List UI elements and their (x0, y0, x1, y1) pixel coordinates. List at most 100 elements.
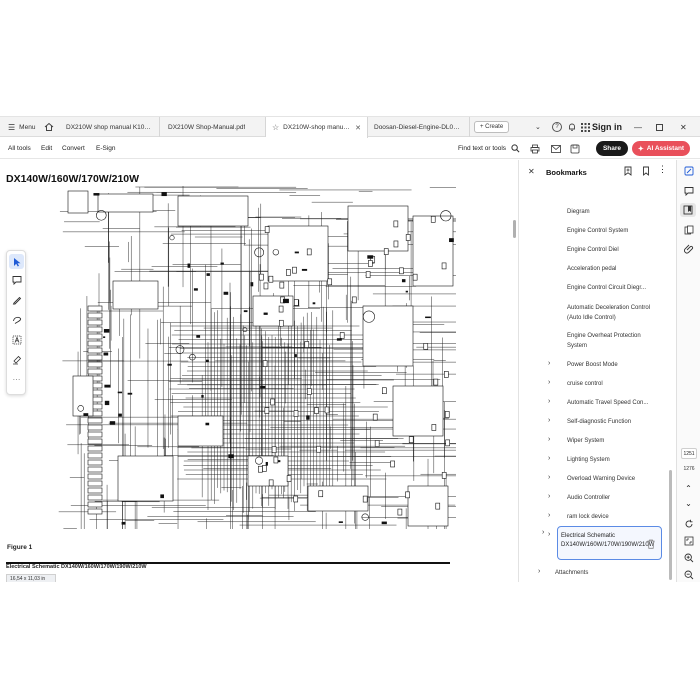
text-tool-icon[interactable] (9, 332, 24, 347)
main-toolbar: All tools Edit Convert E-Sign Find text … (0, 138, 700, 159)
bookmark-item[interactable]: Lighting System (567, 457, 610, 463)
bookmark-item[interactable]: Engine Control Diel (567, 247, 619, 253)
more-tools-icon[interactable]: ⋯ (12, 375, 21, 384)
bookmark-item[interactable]: Wiper System (567, 438, 605, 444)
chevron-right-icon[interactable]: › (548, 531, 551, 538)
bookmark-selected[interactable]: Electrical Schematic DX140W/160W/170W/19… (557, 526, 662, 560)
create-tab-button[interactable]: + Create (474, 121, 510, 133)
menu-convert[interactable]: Convert (62, 145, 85, 152)
tab-shop-manual-k1017[interactable]: DX210W shop manual K1017334E... (60, 117, 160, 137)
mail-icon[interactable] (551, 138, 561, 159)
bookmark-icon[interactable] (641, 166, 651, 176)
close-panel-icon[interactable]: ✕ (528, 167, 535, 176)
edit-pdf-icon[interactable] (683, 165, 694, 176)
star-icon[interactable]: ☆ (272, 123, 280, 132)
figure-caption: Electrical Schematic DX140W/160W/170W/19… (6, 564, 147, 570)
print-icon[interactable] (530, 138, 540, 159)
bookmark-item[interactable]: Acceleration pedal (567, 266, 617, 272)
sign-in-button[interactable]: Sign in (587, 117, 627, 137)
page-up-icon[interactable]: ⌃ (685, 484, 692, 493)
attachment-icon[interactable] (683, 243, 694, 254)
share-button[interactable]: Share (596, 141, 628, 156)
document-scrollbar[interactable] (513, 220, 516, 238)
chevron-right-icon[interactable]: › (548, 360, 551, 367)
comments-icon[interactable] (683, 185, 694, 196)
bookmark-selected-label: Electrical Schematic DX140W/160W/170W/19… (561, 533, 655, 548)
bookmark-item[interactable]: Engine Control System (567, 228, 629, 234)
save-icon[interactable] (570, 138, 580, 159)
chevron-right-icon[interactable]: › (548, 455, 551, 462)
comment-tool-icon[interactable] (9, 272, 24, 287)
share-label: Share (602, 145, 622, 152)
chevron-right-icon[interactable]: › (542, 529, 545, 536)
total-pages: 1276 (683, 466, 695, 472)
help-icon[interactable]: ? (552, 117, 562, 137)
trash-icon[interactable] (647, 539, 655, 549)
bookmark-item[interactable]: cruise control (567, 381, 603, 387)
bookmarks-title: Bookmarks (546, 168, 587, 177)
apps-grid-icon[interactable] (581, 117, 590, 137)
close-window-icon[interactable]: ✕ (680, 122, 687, 132)
acrobat-window: ☰ Menu DX210W shop manual K1017334E... D… (0, 116, 700, 582)
menu-edit[interactable]: Edit (41, 145, 53, 152)
menu-button[interactable]: ☰ Menu (8, 117, 35, 137)
chevron-right-icon[interactable]: › (538, 568, 541, 575)
page-down-icon[interactable]: ⌄ (685, 499, 692, 508)
bookmark-item[interactable]: Power Boost Mode (567, 362, 618, 368)
close-tab-icon[interactable]: ✕ (355, 124, 361, 132)
select-tool-icon[interactable] (9, 254, 24, 269)
draw-shape-tool-icon[interactable] (9, 312, 24, 327)
current-page-field[interactable]: 1251 (681, 448, 697, 459)
zoom-out-icon[interactable] (683, 569, 694, 580)
tab-bar: ☰ Menu DX210W shop manual K1017334E... D… (0, 117, 700, 138)
bookmarks-panel-icon[interactable] (680, 203, 696, 217)
sign-in-label: Sign in (592, 122, 622, 132)
chevron-right-icon[interactable]: › (548, 398, 551, 405)
chevron-down-icon[interactable]: ⌄ (535, 124, 541, 131)
fit-page-icon[interactable] (683, 535, 694, 546)
pen-tool-icon[interactable] (9, 292, 24, 307)
find-label: Find text or tools (458, 145, 507, 152)
bookmark-item[interactable]: Engine Overheat Protection System (567, 333, 641, 349)
bookmark-item[interactable]: Automatic Deceleration Control (Auto Idl… (567, 305, 651, 321)
chevron-right-icon[interactable]: › (548, 436, 551, 443)
zoom-in-icon[interactable] (683, 552, 694, 563)
minimize-icon[interactable]: — (634, 122, 642, 132)
tab-shop-manual-active[interactable]: ☆ DX210W-shop manual K... ✕ (266, 117, 368, 138)
bookmark-item[interactable]: Audio Controller (567, 495, 611, 501)
maximize-icon[interactable] (656, 117, 663, 137)
rotate-icon[interactable] (683, 518, 694, 529)
home-icon[interactable] (44, 117, 54, 137)
chevron-right-icon[interactable]: › (548, 474, 551, 481)
bookmark-item[interactable]: Engine Control Circuit Diegr... (567, 285, 647, 291)
bookmark-item[interactable]: Self-diagnostic Function (567, 419, 632, 425)
stamp-tool-icon[interactable] (9, 352, 24, 367)
page-rule (6, 562, 450, 564)
bookmark-item[interactable]: ram lock device (567, 514, 609, 520)
chevron-right-icon[interactable]: › (548, 417, 551, 424)
menu-label: Menu (19, 123, 36, 131)
bookmark-item[interactable]: Overload Warning Device (567, 476, 636, 482)
bell-icon[interactable] (567, 117, 577, 137)
tab-label: DX210W Shop-Manual.pdf (168, 123, 246, 131)
find-text-tools-button[interactable]: Find text or tools (458, 138, 520, 159)
bookmark-item[interactable]: Automatic Travel Speed Con... (567, 400, 649, 406)
pages-icon[interactable] (683, 224, 694, 235)
tab-label: Doosan-Diesel-Engine-DL06.pdf (374, 123, 463, 131)
page-size-indicator: 16,54 x 11,03 in (6, 574, 56, 582)
document-view[interactable]: DX140W/160W/170W/210W Figure 1 Electrica… (0, 160, 518, 582)
tab-doosan-engine[interactable]: Doosan-Diesel-Engine-DL06.pdf (368, 117, 470, 137)
bookmark-item[interactable]: Diegram (567, 209, 590, 215)
more-options-icon[interactable]: ⋮ (658, 164, 667, 174)
ai-assistant-button[interactable]: ✦ AI Assistant (632, 141, 690, 156)
menu-all-tools[interactable]: All tools (8, 145, 31, 152)
menu-e-sign[interactable]: E-Sign (96, 145, 116, 152)
chevron-right-icon[interactable]: › (548, 379, 551, 386)
tab-shop-manual-pdf[interactable]: DX210W Shop-Manual.pdf (162, 117, 266, 137)
bookmarks-scrollbar[interactable] (669, 470, 672, 580)
bookmark-attachments[interactable]: Attachments (555, 570, 589, 576)
chevron-right-icon[interactable]: › (548, 493, 551, 500)
chevron-right-icon[interactable]: › (548, 512, 551, 519)
add-bookmark-icon[interactable] (623, 166, 633, 176)
